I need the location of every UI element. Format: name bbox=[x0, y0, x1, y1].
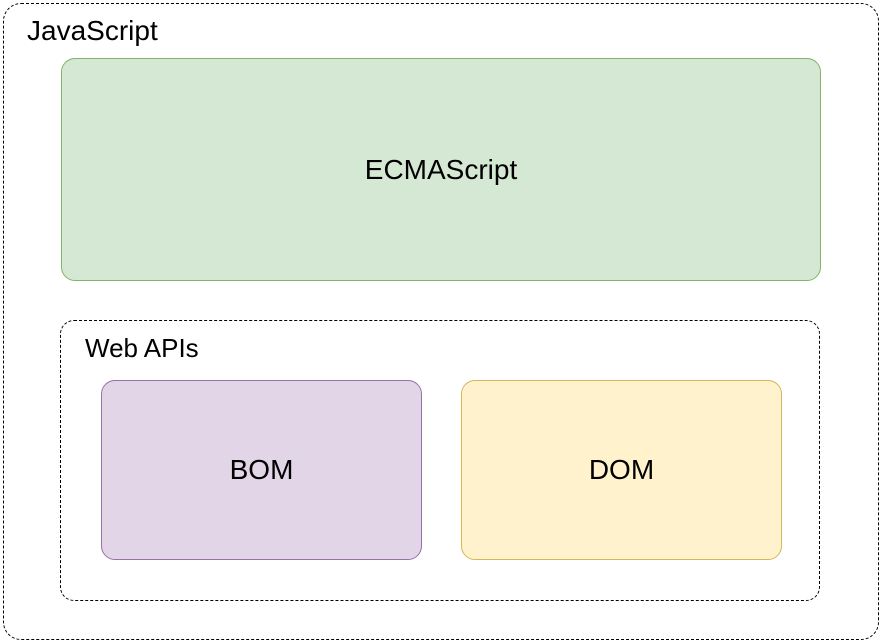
web-apis-label: Web APIs bbox=[85, 333, 199, 363]
dom-box: DOM bbox=[461, 380, 782, 560]
javascript-label: JavaScript bbox=[27, 15, 158, 46]
web-apis-container: Web APIs BOM DOM bbox=[60, 320, 820, 601]
dom-label: DOM bbox=[588, 454, 655, 485]
bom-box: BOM bbox=[101, 380, 422, 560]
ecmascript-label: ECMAScript bbox=[364, 153, 518, 185]
ecmascript-box: ECMAScript bbox=[61, 58, 821, 281]
bom-label: BOM bbox=[229, 454, 294, 485]
javascript-container: JavaScript ECMAScript Web APIs BOM DOM bbox=[3, 3, 879, 640]
